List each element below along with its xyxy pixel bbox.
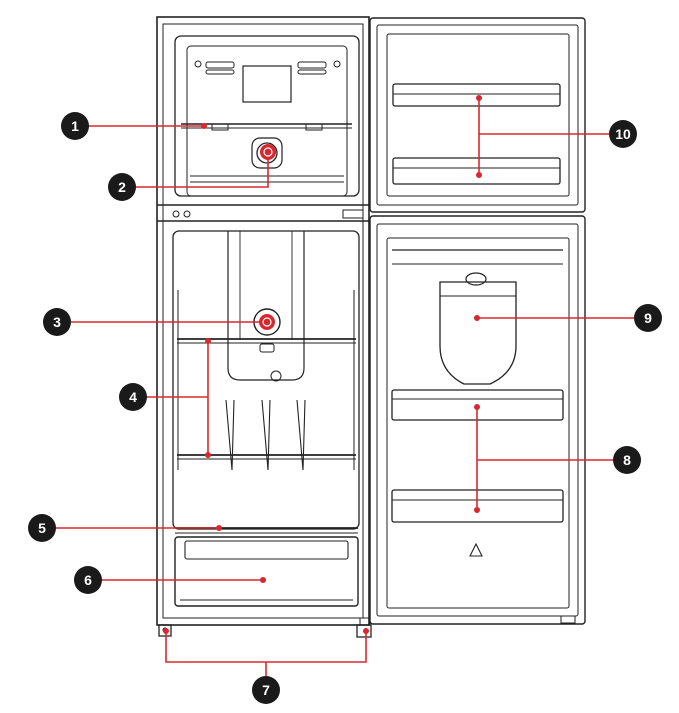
- svg-text:5: 5: [38, 520, 46, 536]
- svg-text:4: 4: [129, 389, 137, 405]
- freezer-door: [369, 17, 586, 213]
- adjustable-feet: [158, 617, 372, 638]
- callout-7: 7: [252, 676, 280, 704]
- knob-highlights: [262, 147, 273, 327]
- svg-text:10: 10: [615, 126, 631, 142]
- callout-9: 9: [634, 304, 662, 332]
- callout-2: 2: [108, 173, 136, 201]
- svg-text:9: 9: [644, 310, 652, 326]
- leader-dots: [163, 95, 482, 634]
- svg-text:3: 3: [53, 314, 61, 330]
- callout-8: 8: [613, 446, 641, 474]
- callout-10: 10: [609, 120, 637, 148]
- fridge-door: [369, 215, 586, 625]
- freezer-compartment: [174, 35, 360, 197]
- svg-text:2: 2: [118, 179, 126, 195]
- callout-4: 4: [119, 383, 147, 411]
- cabinet: [156, 16, 370, 626]
- svg-text:8: 8: [623, 452, 631, 468]
- callout-5: 5: [28, 514, 56, 542]
- svg-text:7: 7: [262, 682, 270, 698]
- callout-3: 3: [43, 308, 71, 336]
- svg-text:6: 6: [84, 572, 92, 588]
- callout-6: 6: [74, 566, 102, 594]
- fridge-compartment: [172, 230, 360, 607]
- callout-1: 1: [61, 112, 89, 140]
- callout-badges: 1 2 3 4 5 6 7 8: [28, 112, 662, 704]
- svg-text:1: 1: [71, 118, 79, 134]
